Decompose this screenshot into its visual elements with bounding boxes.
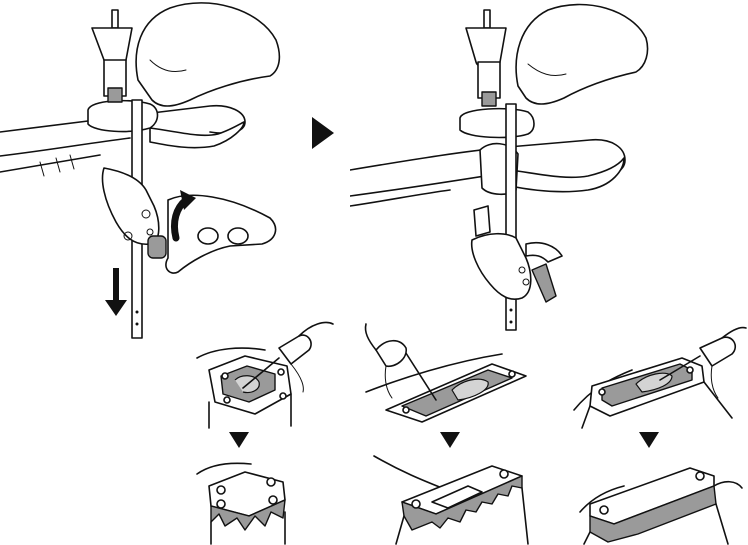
caliper-compressed-illustration [350, 0, 650, 345]
reservoir-a-closed [195, 452, 315, 545]
master-cylinder-icon [87, 99, 159, 133]
step-arrow-icon [639, 432, 659, 448]
syringe-icon [364, 323, 437, 401]
hand-icon [515, 3, 649, 105]
reservoir-b-closed [372, 452, 532, 545]
reservoir-b-open [362, 318, 532, 430]
hand-icon [135, 2, 281, 107]
compress-caliper-illustration [0, 0, 300, 345]
step-arrow-icon [229, 432, 249, 448]
syringe-icon [465, 9, 507, 107]
syringe-icon [659, 326, 747, 399]
reservoir-a-open [195, 318, 335, 430]
syringe-icon [242, 321, 334, 393]
brake-lever-icon [149, 121, 245, 149]
push-rod-icon [505, 103, 517, 331]
bleed-tool-icon [147, 235, 167, 259]
step-arrow-icon [440, 432, 460, 448]
brake-lever-icon [509, 157, 625, 193]
syringe-icon [91, 9, 133, 103]
master-cylinder-icon [459, 107, 535, 139]
rotate-arrow-icon [170, 190, 196, 242]
push-down-arrow-icon [105, 268, 127, 316]
caliper-icon [470, 232, 532, 300]
reservoir-c-closed [578, 452, 748, 545]
next-step-arrow-icon [310, 115, 336, 151]
reservoir-c-open [572, 318, 748, 430]
